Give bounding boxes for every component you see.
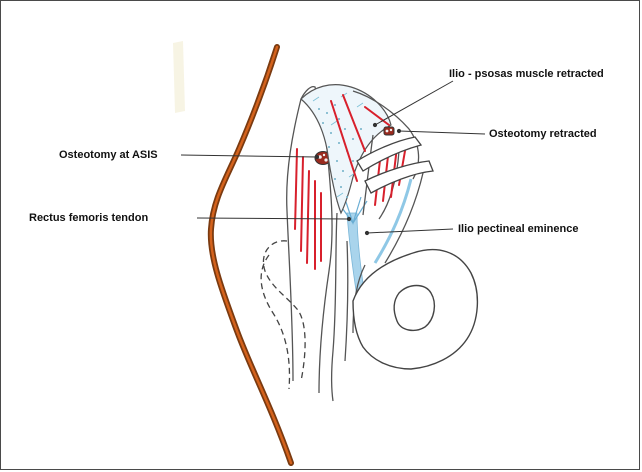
label-ilio-pectineal: Ilio pectineal eminence [458,223,578,235]
obturator-foramen [394,286,434,331]
label-osteotomy-retracted: Osteotomy retracted [489,128,597,140]
femoral-neck-dashed [261,255,289,389]
femur-shaft-outline [332,213,348,401]
femoral-head-dashed [263,241,305,381]
label-iliopsoas: Ilio - psosas muscle retracted [449,68,604,80]
skin-outline-highlight [211,47,291,463]
paper-shading [173,41,185,113]
label-rectus-femoris: Rectus femoris tendon [29,212,148,224]
leader-ilio-pectineal [367,229,453,233]
osteotomy-retracted-marker [384,127,394,135]
leader-iliopsoas [375,81,453,125]
lateral-muscle-fibers [295,149,321,269]
skin-outline [211,47,291,463]
label-osteotomy-asis: Osteotomy at ASIS [59,149,158,161]
retractor-band-2 [365,161,433,193]
leader-rectus-femoris [197,218,349,219]
